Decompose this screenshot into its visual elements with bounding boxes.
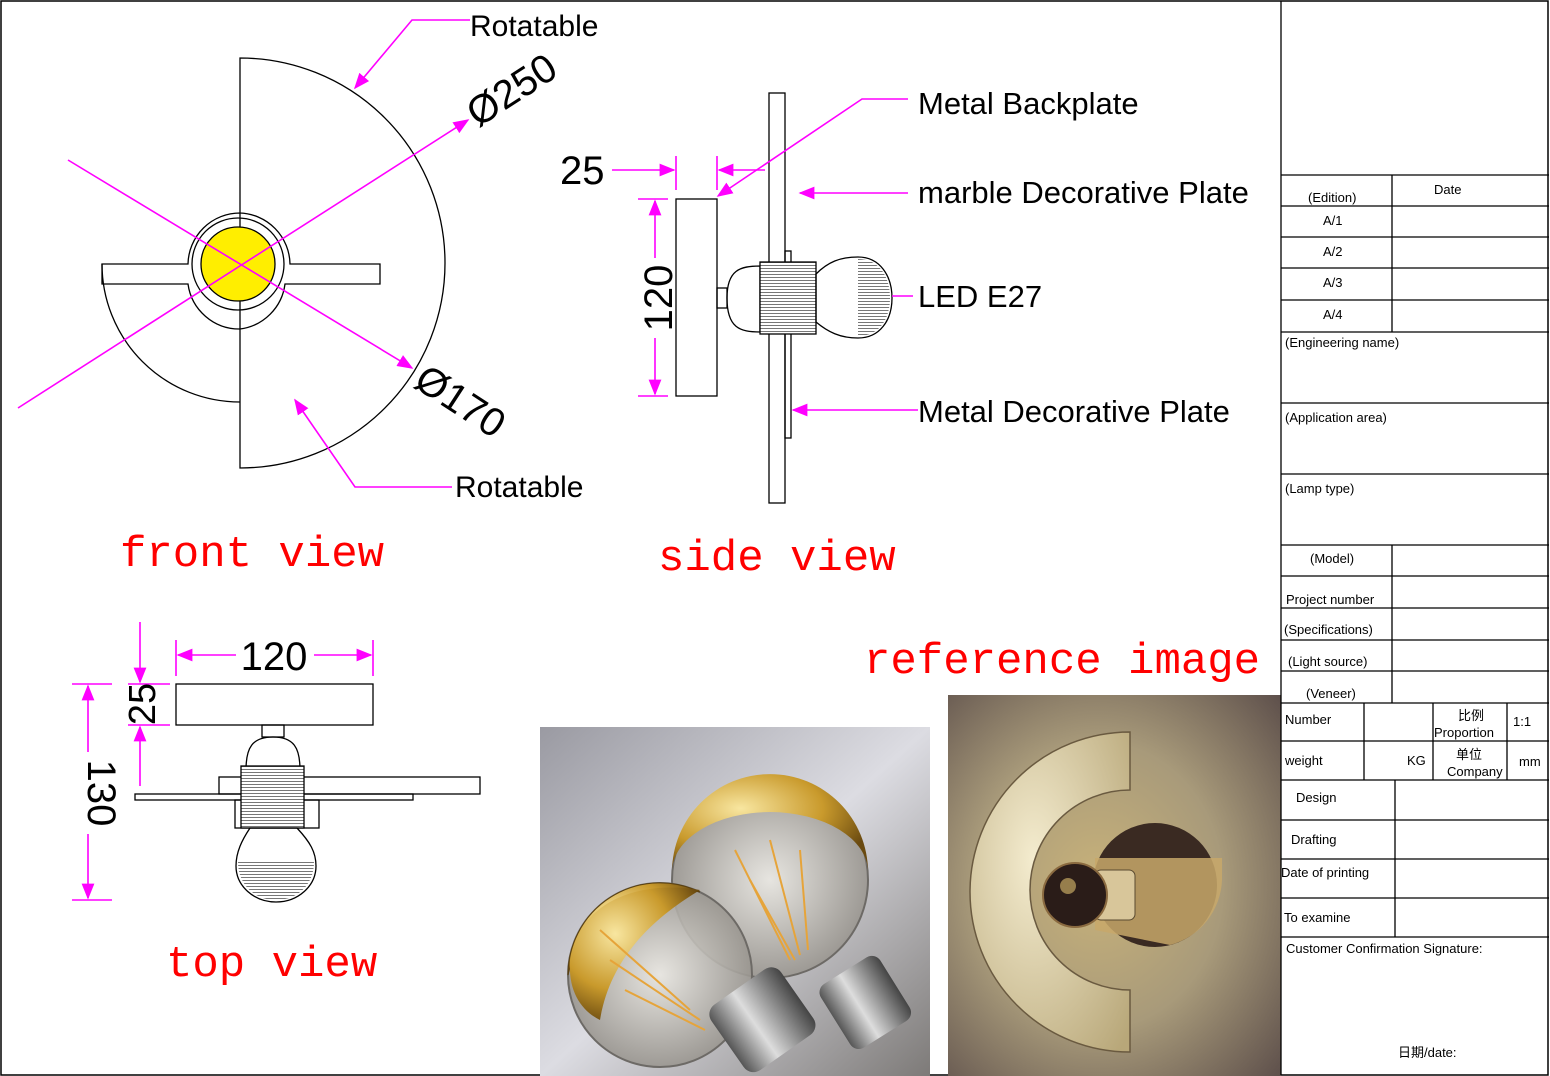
title-block: [1280, 1, 1549, 1075]
number-label: Number: [1285, 712, 1332, 727]
marble-plate-label: marble Decorative Plate: [918, 175, 1249, 210]
dia-250-label: Ø250: [459, 45, 565, 135]
to-examine-label: To examine: [1284, 910, 1350, 925]
dim-120-top-label: 120: [241, 635, 308, 679]
dia-170-label: Ø170: [407, 357, 513, 447]
top-socket-body: [245, 736, 301, 771]
drafting-label: Drafting: [1291, 832, 1337, 847]
bulb-photo: [540, 727, 930, 1076]
metal-backplate-leader: [716, 98, 908, 197]
metal-plate-label: Metal Decorative Plate: [918, 394, 1230, 429]
metal-backplate-label: Metal Backplate: [918, 86, 1139, 121]
led-label: LED E27: [918, 279, 1042, 314]
top-view: [72, 622, 481, 903]
lamp-type-label: (Lamp type): [1285, 481, 1354, 496]
side-view: [612, 92, 918, 504]
dia-250-dimension: [17, 119, 470, 409]
side-bulb-mirror: [858, 259, 890, 336]
light-source-label: (Light source): [1288, 654, 1367, 669]
customer-signature-label: Customer Confirmation Signature:: [1286, 941, 1483, 956]
company-value: mm: [1519, 754, 1541, 769]
project-number-label: Project number: [1286, 592, 1375, 607]
top-bulb-mirror: [238, 862, 314, 900]
edition-header: (Edition): [1308, 190, 1356, 205]
design-label: Design: [1296, 790, 1336, 805]
top-socket-thread: [240, 765, 305, 829]
led-face: [200, 226, 276, 302]
weight-label: weight: [1284, 753, 1323, 768]
proportion-cn-label: 比例: [1458, 708, 1484, 723]
company-en-label: Company: [1447, 764, 1503, 779]
reference-image-title: reference image: [864, 637, 1260, 687]
front-rotatable-plate-right: [239, 57, 446, 469]
edition-a4: A/4: [1323, 307, 1343, 322]
front-view-title: front view: [120, 530, 384, 580]
dim-25-side-label: 25: [560, 149, 605, 193]
date-header: Date: [1434, 182, 1461, 197]
dim-120-side-label: 120: [637, 265, 681, 332]
front-rotatable-plate-left: [101, 263, 241, 403]
top-bulb: [235, 827, 317, 903]
rotatable-top-label: Rotatable: [470, 10, 598, 43]
marble-half-disc: [969, 731, 1131, 1053]
model-label: (Model): [1310, 551, 1354, 566]
company-cn-label: 单位: [1456, 747, 1482, 762]
side-marble-plate: [675, 198, 718, 397]
front-outer-ring: [191, 217, 285, 311]
application-area-label: (Application area): [1285, 410, 1387, 425]
top-marble-plate: [175, 683, 374, 726]
front-view: [17, 19, 470, 488]
small-bulb-screw-base: [709, 967, 816, 1073]
side-socket-body: [726, 265, 761, 333]
large-bulb-screw-base: [819, 955, 912, 1049]
side-metal-decorative-plate: [784, 250, 792, 439]
edition-a2: A/2: [1323, 244, 1343, 259]
proportion-en-label: Proportion: [1434, 725, 1494, 740]
proportion-value: 1:1: [1513, 714, 1531, 729]
dim-25-top-label: 25: [122, 683, 164, 725]
rotatable-bottom-label: Rotatable: [455, 471, 583, 504]
signature-date-label: 日期/date:: [1398, 1045, 1457, 1060]
weight-unit: KG: [1407, 753, 1426, 768]
dia-170-dimension: [67, 159, 414, 369]
lamp-bulb: [1042, 862, 1108, 928]
large-bulb-gold-cap: [672, 774, 868, 872]
rotatable-top-leader: [353, 19, 470, 90]
side-view-title: side view: [658, 534, 896, 584]
side-stem: [716, 287, 728, 309]
date-of-printing-label: Date of printing: [1281, 865, 1369, 880]
veneer-label: (Veneer): [1306, 686, 1356, 701]
rotatable-bottom-leader: [294, 398, 452, 488]
top-metal-backplate: [218, 776, 481, 795]
engineering-name-label: (Engineering name): [1285, 335, 1399, 350]
dim-130-top-label: 130: [79, 760, 123, 827]
edition-a3: A/3: [1323, 275, 1343, 290]
side-bulb: [815, 256, 893, 339]
lamp-reference-photo: [948, 695, 1281, 1076]
side-socket-thread: [759, 261, 817, 335]
edition-a1: A/1: [1323, 213, 1343, 228]
top-view-title: top view: [166, 940, 377, 990]
top-stem: [261, 724, 285, 738]
specifications-label: (Specifications): [1284, 622, 1373, 637]
